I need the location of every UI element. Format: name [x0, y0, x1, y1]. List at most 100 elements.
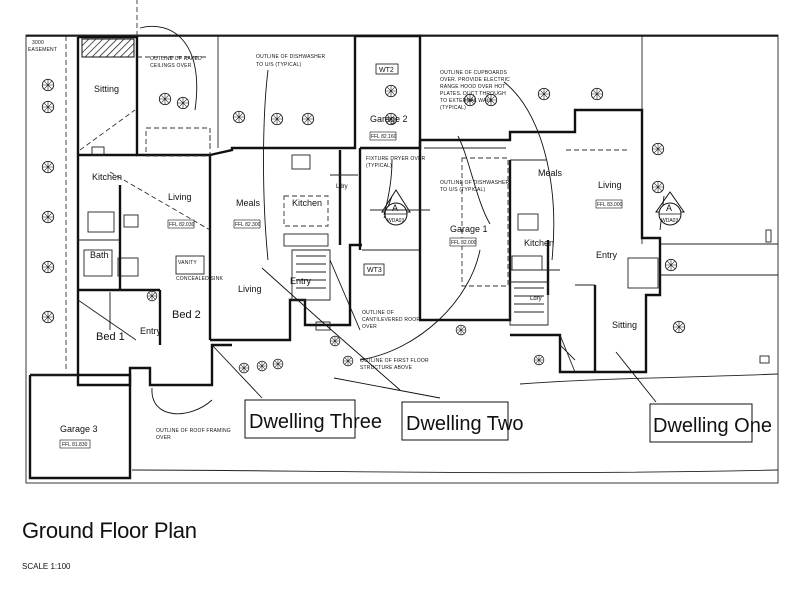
svg-text:Dwelling One: Dwelling One: [653, 415, 772, 437]
section-ref: WDA03: [661, 218, 678, 224]
room-label-garage-3: Garage 3: [60, 424, 98, 434]
tree-icon: [301, 112, 315, 126]
room-label-bed-2: Bed 2: [172, 309, 201, 321]
tree-icon: [41, 260, 55, 274]
tree-icon: [537, 87, 551, 101]
room-label-laundry: Ldry: [530, 296, 542, 302]
garage-two-plan: [355, 34, 422, 251]
section-ref: WDA03: [387, 218, 404, 224]
svg-text:FFL 82.300: FFL 82.300: [235, 222, 261, 228]
svg-text:FFL 83.000: FFL 83.000: [597, 202, 623, 208]
svg-text:CANTILEVERED ROOF: CANTILEVERED ROOF: [362, 317, 420, 323]
room-label-living: Living: [238, 284, 262, 294]
room-labels: Sitting Kitchen Living Bath Bed 1 Bed 2 …: [60, 84, 637, 434]
room-label-laundry: Ldry: [336, 184, 348, 190]
tree-icon: [329, 335, 341, 347]
svg-text:Dwelling Three: Dwelling Three: [249, 411, 382, 433]
room-label-sitting: Sitting: [612, 320, 637, 330]
tree-icon: [41, 78, 55, 92]
tree-icon: [590, 87, 604, 101]
svg-text:CONCEALED SINK: CONCEALED SINK: [176, 276, 223, 282]
svg-text:Dwelling Two: Dwelling Two: [406, 413, 523, 435]
tree-icon: [664, 258, 678, 272]
tree-icon: [176, 96, 190, 110]
svg-text:WT2: WT2: [379, 67, 394, 74]
tree-icon: [238, 362, 250, 374]
tree-icon: [270, 112, 284, 126]
tree-icon: [455, 324, 467, 336]
svg-text:OVER: OVER: [156, 435, 171, 441]
svg-text:(TYPICAL): (TYPICAL): [366, 163, 392, 169]
drawing-notes: 3000 EASEMENT OUTLINE OF RAKED CEILINGS …: [28, 40, 510, 441]
room-label-kitchen: Kitchen: [524, 238, 554, 248]
room-label-garage-1: Garage 1: [450, 224, 488, 234]
section-letter: A: [392, 203, 398, 213]
svg-text:EASEMENT: EASEMENT: [28, 47, 57, 53]
tree-icon: [384, 84, 398, 98]
room-label-bath: Bath: [90, 250, 109, 260]
room-label-kitchen: Kitchen: [292, 198, 322, 208]
svg-text:OUTLINE OF ROOF FRAMING: OUTLINE OF ROOF FRAMING: [156, 428, 231, 434]
garage-three-plan: [28, 373, 132, 480]
tree-icon: [158, 92, 172, 106]
room-label-living: Living: [168, 192, 192, 202]
garage-one-plan: [418, 138, 512, 322]
svg-text:FFL 82.000: FFL 82.000: [451, 240, 477, 246]
room-label-entry: Entry: [596, 250, 618, 260]
dwelling-two-label: Dwelling Two: [401, 401, 523, 441]
svg-text:CEILINGS OVER: CEILINGS OVER: [150, 63, 192, 69]
svg-text:OUTLINE OF: OUTLINE OF: [362, 310, 394, 316]
section-letter: A: [666, 203, 672, 213]
tree-icon: [256, 360, 268, 372]
svg-text:TO U/S (TYPICAL): TO U/S (TYPICAL): [256, 62, 301, 68]
tree-icon: [41, 100, 55, 114]
dwelling-one-label: Dwelling One: [649, 403, 772, 443]
room-label-kitchen: Kitchen: [92, 172, 122, 182]
dwelling-two-plan: [209, 36, 362, 342]
svg-text:OVER. PROVIDE ELECTRIC: OVER. PROVIDE ELECTRIC: [440, 77, 510, 83]
room-label-meals: Meals: [538, 168, 563, 178]
svg-text:STRUCTURE ABOVE: STRUCTURE ABOVE: [360, 365, 413, 371]
svg-text:VANITY: VANITY: [178, 260, 197, 266]
room-label-entry: Entry: [140, 326, 162, 336]
tree-icon: [342, 355, 354, 367]
svg-text:FFL 82.160: FFL 82.160: [371, 134, 397, 140]
svg-text:OUTLINE OF DISHWASHER: OUTLINE OF DISHWASHER: [440, 180, 509, 186]
svg-text:OUTLINE OF RAKED: OUTLINE OF RAKED: [150, 56, 202, 62]
svg-text:PLATES. DUCT THROUGH: PLATES. DUCT THROUGH: [440, 91, 506, 97]
tree-icon: [672, 320, 686, 334]
tree-icon: [41, 210, 55, 224]
window-tag-wt2: WT2: [375, 63, 399, 75]
window-tag-wt3: WT3: [363, 263, 385, 276]
section-marker-d1: A WDA03: [655, 191, 685, 226]
svg-text:OVER: OVER: [362, 324, 377, 330]
svg-text:WT3: WT3: [367, 267, 382, 274]
svg-text:OUTLINE OF CUPBOARDS: OUTLINE OF CUPBOARDS: [440, 70, 508, 76]
tree-icon: [651, 180, 665, 194]
svg-text:3000: 3000: [32, 40, 44, 46]
room-label-meals: Meals: [236, 198, 261, 208]
tree-icon: [146, 290, 158, 302]
dwelling-three-label: Dwelling Three: [244, 399, 382, 439]
annotation-leaders: [109, 25, 665, 415]
room-label-living: Living: [598, 180, 622, 190]
tree-icon: [232, 110, 246, 124]
svg-text:TO U/S (TYPICAL): TO U/S (TYPICAL): [440, 187, 485, 193]
svg-text:TO EXTERNAL WALL: TO EXTERNAL WALL: [440, 98, 492, 104]
svg-text:FIXTURE DRYER OVER: FIXTURE DRYER OVER: [366, 156, 426, 162]
room-label-sitting: Sitting: [94, 84, 119, 94]
svg-text:OUTLINE OF FIRST FLOOR: OUTLINE OF FIRST FLOOR: [360, 358, 429, 364]
dwelling-three-plan: [76, 0, 232, 387]
tree-icon: [41, 310, 55, 324]
room-label-garage-2: Garage 2: [370, 114, 408, 124]
svg-text:FFL 82.030: FFL 82.030: [169, 222, 195, 228]
svg-text:(TYPICAL): (TYPICAL): [440, 105, 466, 111]
section-marker-d2: A WDA03: [370, 189, 430, 226]
drawing-title: Ground Floor Plan: [22, 518, 197, 543]
room-label-bed-1: Bed 1: [96, 331, 125, 343]
tree-icon: [533, 354, 545, 366]
svg-text:OUTLINE OF DISHWASHER: OUTLINE OF DISHWASHER: [256, 54, 325, 60]
tree-icon: [651, 142, 665, 156]
floor-levels: FFL 82.030 FFL 82.300 FFL 82.160 FFL 82.…: [59, 131, 623, 449]
